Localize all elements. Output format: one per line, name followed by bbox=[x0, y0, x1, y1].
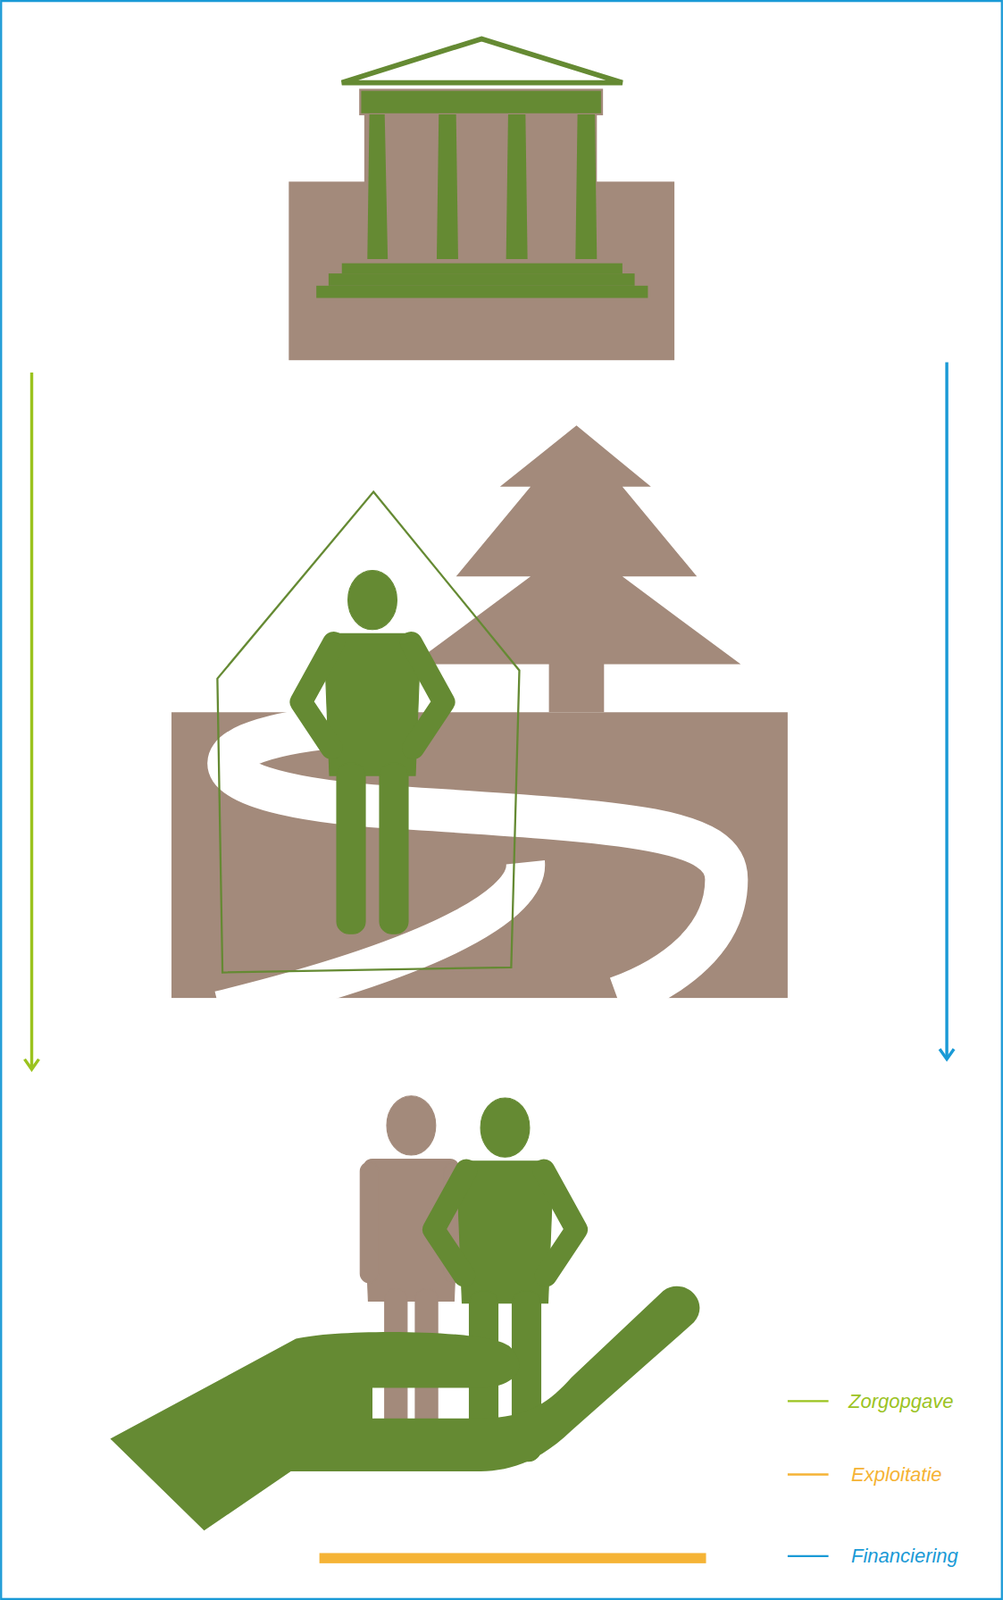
legend-line bbox=[787, 1399, 829, 1402]
legend-text: Exploitatie bbox=[851, 1462, 943, 1487]
legend-text: Financiering bbox=[851, 1544, 959, 1568]
hand-icon bbox=[109, 1095, 700, 1531]
legend-text: Zorgopgave bbox=[848, 1389, 953, 1413]
legend-line bbox=[787, 1554, 829, 1557]
legend-line bbox=[787, 1472, 829, 1475]
finance-arrow bbox=[939, 361, 954, 1059]
temple-icon bbox=[288, 38, 675, 360]
exploitation-bar bbox=[319, 1552, 707, 1563]
landscape-icon bbox=[171, 425, 788, 1010]
care-arrow bbox=[25, 372, 40, 1070]
